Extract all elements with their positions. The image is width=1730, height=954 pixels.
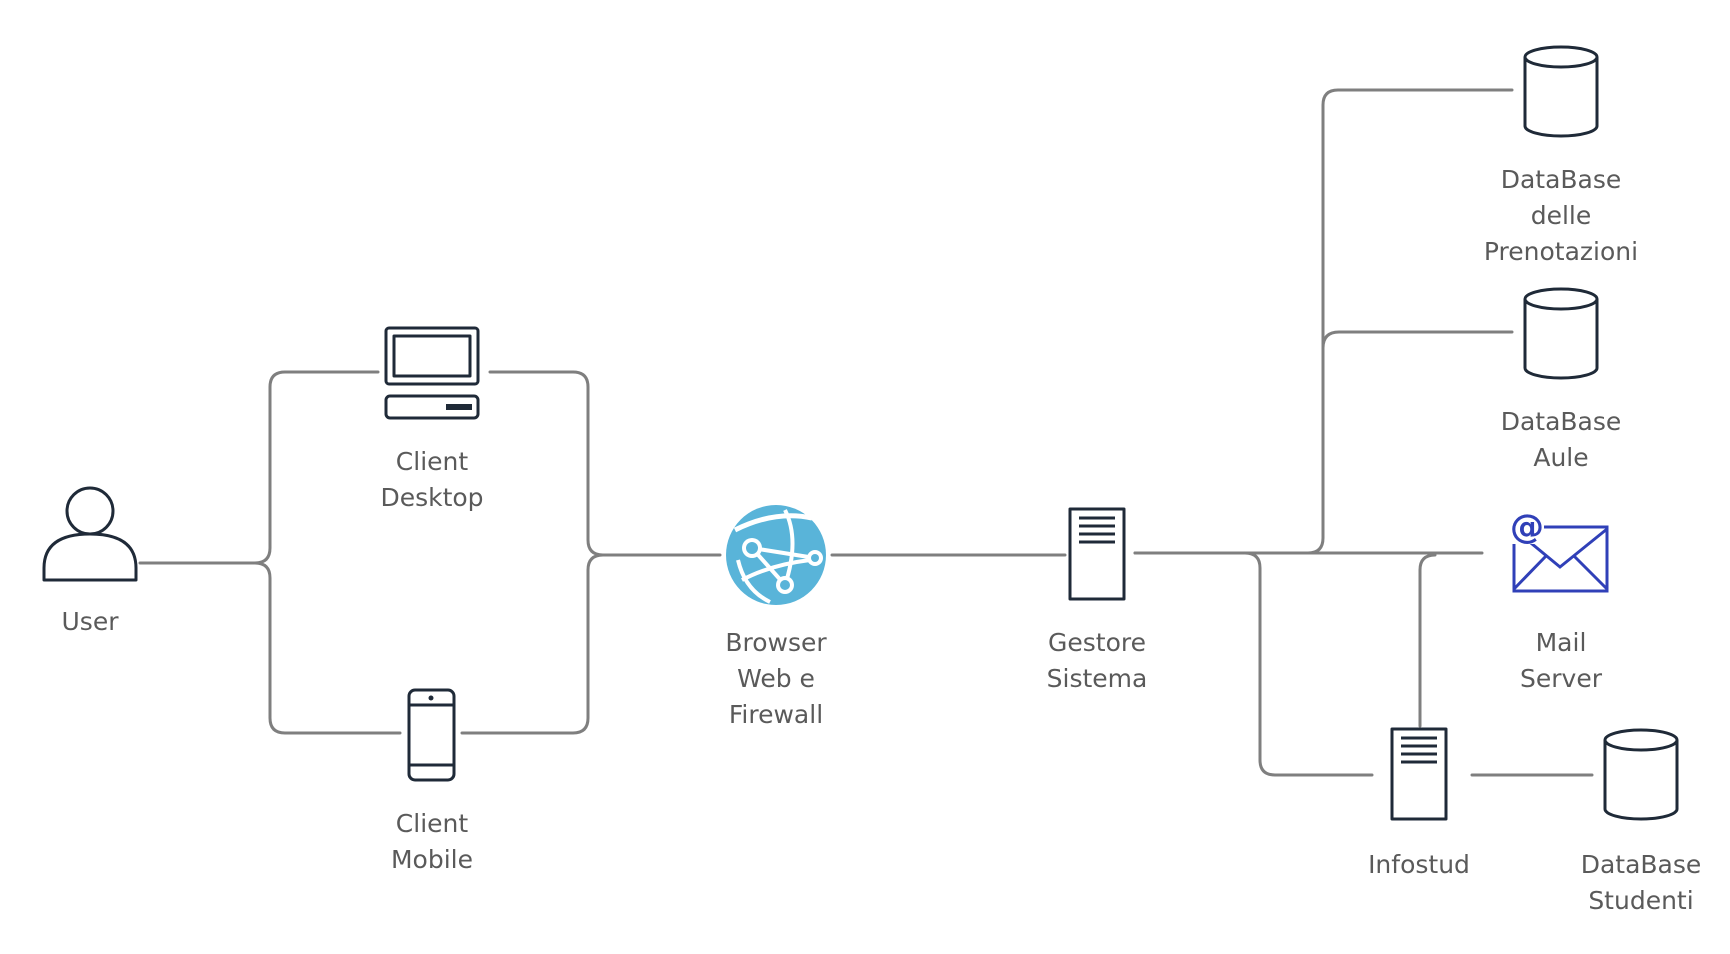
label-line: Sistema [1046,664,1148,693]
connector-desktop-browser [488,370,722,557]
label-line: Studenti [1588,886,1694,915]
connector-infostud-mail [1418,553,1437,728]
label-line: Client [395,809,469,838]
label-user: User [0,604,200,640]
label-line: delle [1530,201,1592,230]
connector-split-desktop [253,370,380,565]
label-line: Server [1520,664,1602,693]
label-line: Desktop [380,483,484,512]
database-icon [1603,728,1679,821]
label-line: Client [395,447,469,476]
label-line: DataBase [1500,165,1622,194]
connector-mobile-browser [460,553,605,735]
label-line: Infostud [1368,850,1470,879]
label-line: DataBase [1580,850,1702,879]
web-globe-icon [726,505,826,605]
svg-text:@: @ [1510,507,1544,547]
label-line: Prenotazioni [1483,237,1639,266]
label-line: Gestore [1048,628,1146,657]
connector-gestore-infostud [1243,551,1374,777]
label-infostud: Infostud [1309,847,1529,883]
label-line: User [61,607,119,636]
label-line: Browser [725,628,827,657]
connectors [138,88,1594,777]
server-icon [1390,727,1448,821]
connector-bus-db-prenotazioni [1306,88,1514,555]
connector-split-mobile [253,561,402,735]
server-icon [1068,507,1126,601]
user-icon [42,486,138,582]
label-line: Mobile [390,845,473,874]
label-line: Mail [1535,628,1587,657]
database-icon [1523,287,1599,380]
label-line: DataBase [1500,407,1622,436]
database-icon [1523,45,1599,138]
connector-bus-db-aule [1321,330,1514,350]
label-line: Aule [1533,443,1589,472]
email-icon: @ [1508,507,1609,593]
mobile-phone-icon [407,688,456,782]
desktop-computer-icon [384,326,480,420]
label-line: Firewall [728,700,824,729]
label-line: Web e [737,664,815,693]
